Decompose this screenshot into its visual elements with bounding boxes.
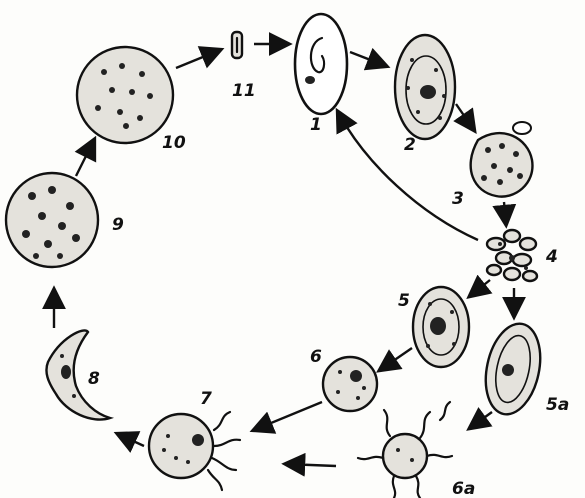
label-stage-2: 2 [404,135,416,155]
arrow-6a-to-7 [286,464,336,466]
arrow-4-to-5 [470,280,490,296]
label-stage-3: 3 [452,189,464,209]
arrow-7-to-8 [118,434,144,446]
label-stage-11: 11 [232,81,256,101]
label-stage-6: 6 [310,347,322,367]
stage-4-merozoites [487,230,537,281]
stage-8-crescent [46,330,110,419]
stage-3-schizont [471,122,533,197]
stage-1-red-cell [295,14,347,114]
label-stage-10: 10 [162,133,186,153]
label-stage-1: 1 [310,115,322,135]
stage-11-sporozoite [232,32,242,58]
arrow-1-to-2 [350,52,386,66]
label-stage-9: 9 [112,215,124,235]
stage-9-cell [6,173,98,267]
arrow-2-to-3 [456,104,474,130]
arrow-9-to-10 [76,140,94,176]
stage-7-cell [149,412,240,490]
stage-5-cell [413,287,469,367]
stage-2-infected-cell [395,35,455,139]
arrow-5-to-6 [380,348,412,370]
stage-5a-cell [478,319,548,420]
label-stage-7: 7 [200,389,212,409]
arrow-6-to-7 [254,402,322,430]
stage-6-cell [323,357,377,411]
stage-6a-exflagellating-cell [358,402,452,498]
label-stage-5a: 5a [546,395,569,415]
label-stage-5: 5 [398,291,410,311]
arrow-10-to-11 [176,50,220,68]
stage-10-cell [77,47,173,143]
arrow-3-to-4 [504,202,506,224]
label-stage-4: 4 [545,247,558,267]
label-stage-6a: 6a [452,479,475,498]
label-stage-8: 8 [88,369,100,389]
arrow-5a-to-6a [470,412,492,428]
